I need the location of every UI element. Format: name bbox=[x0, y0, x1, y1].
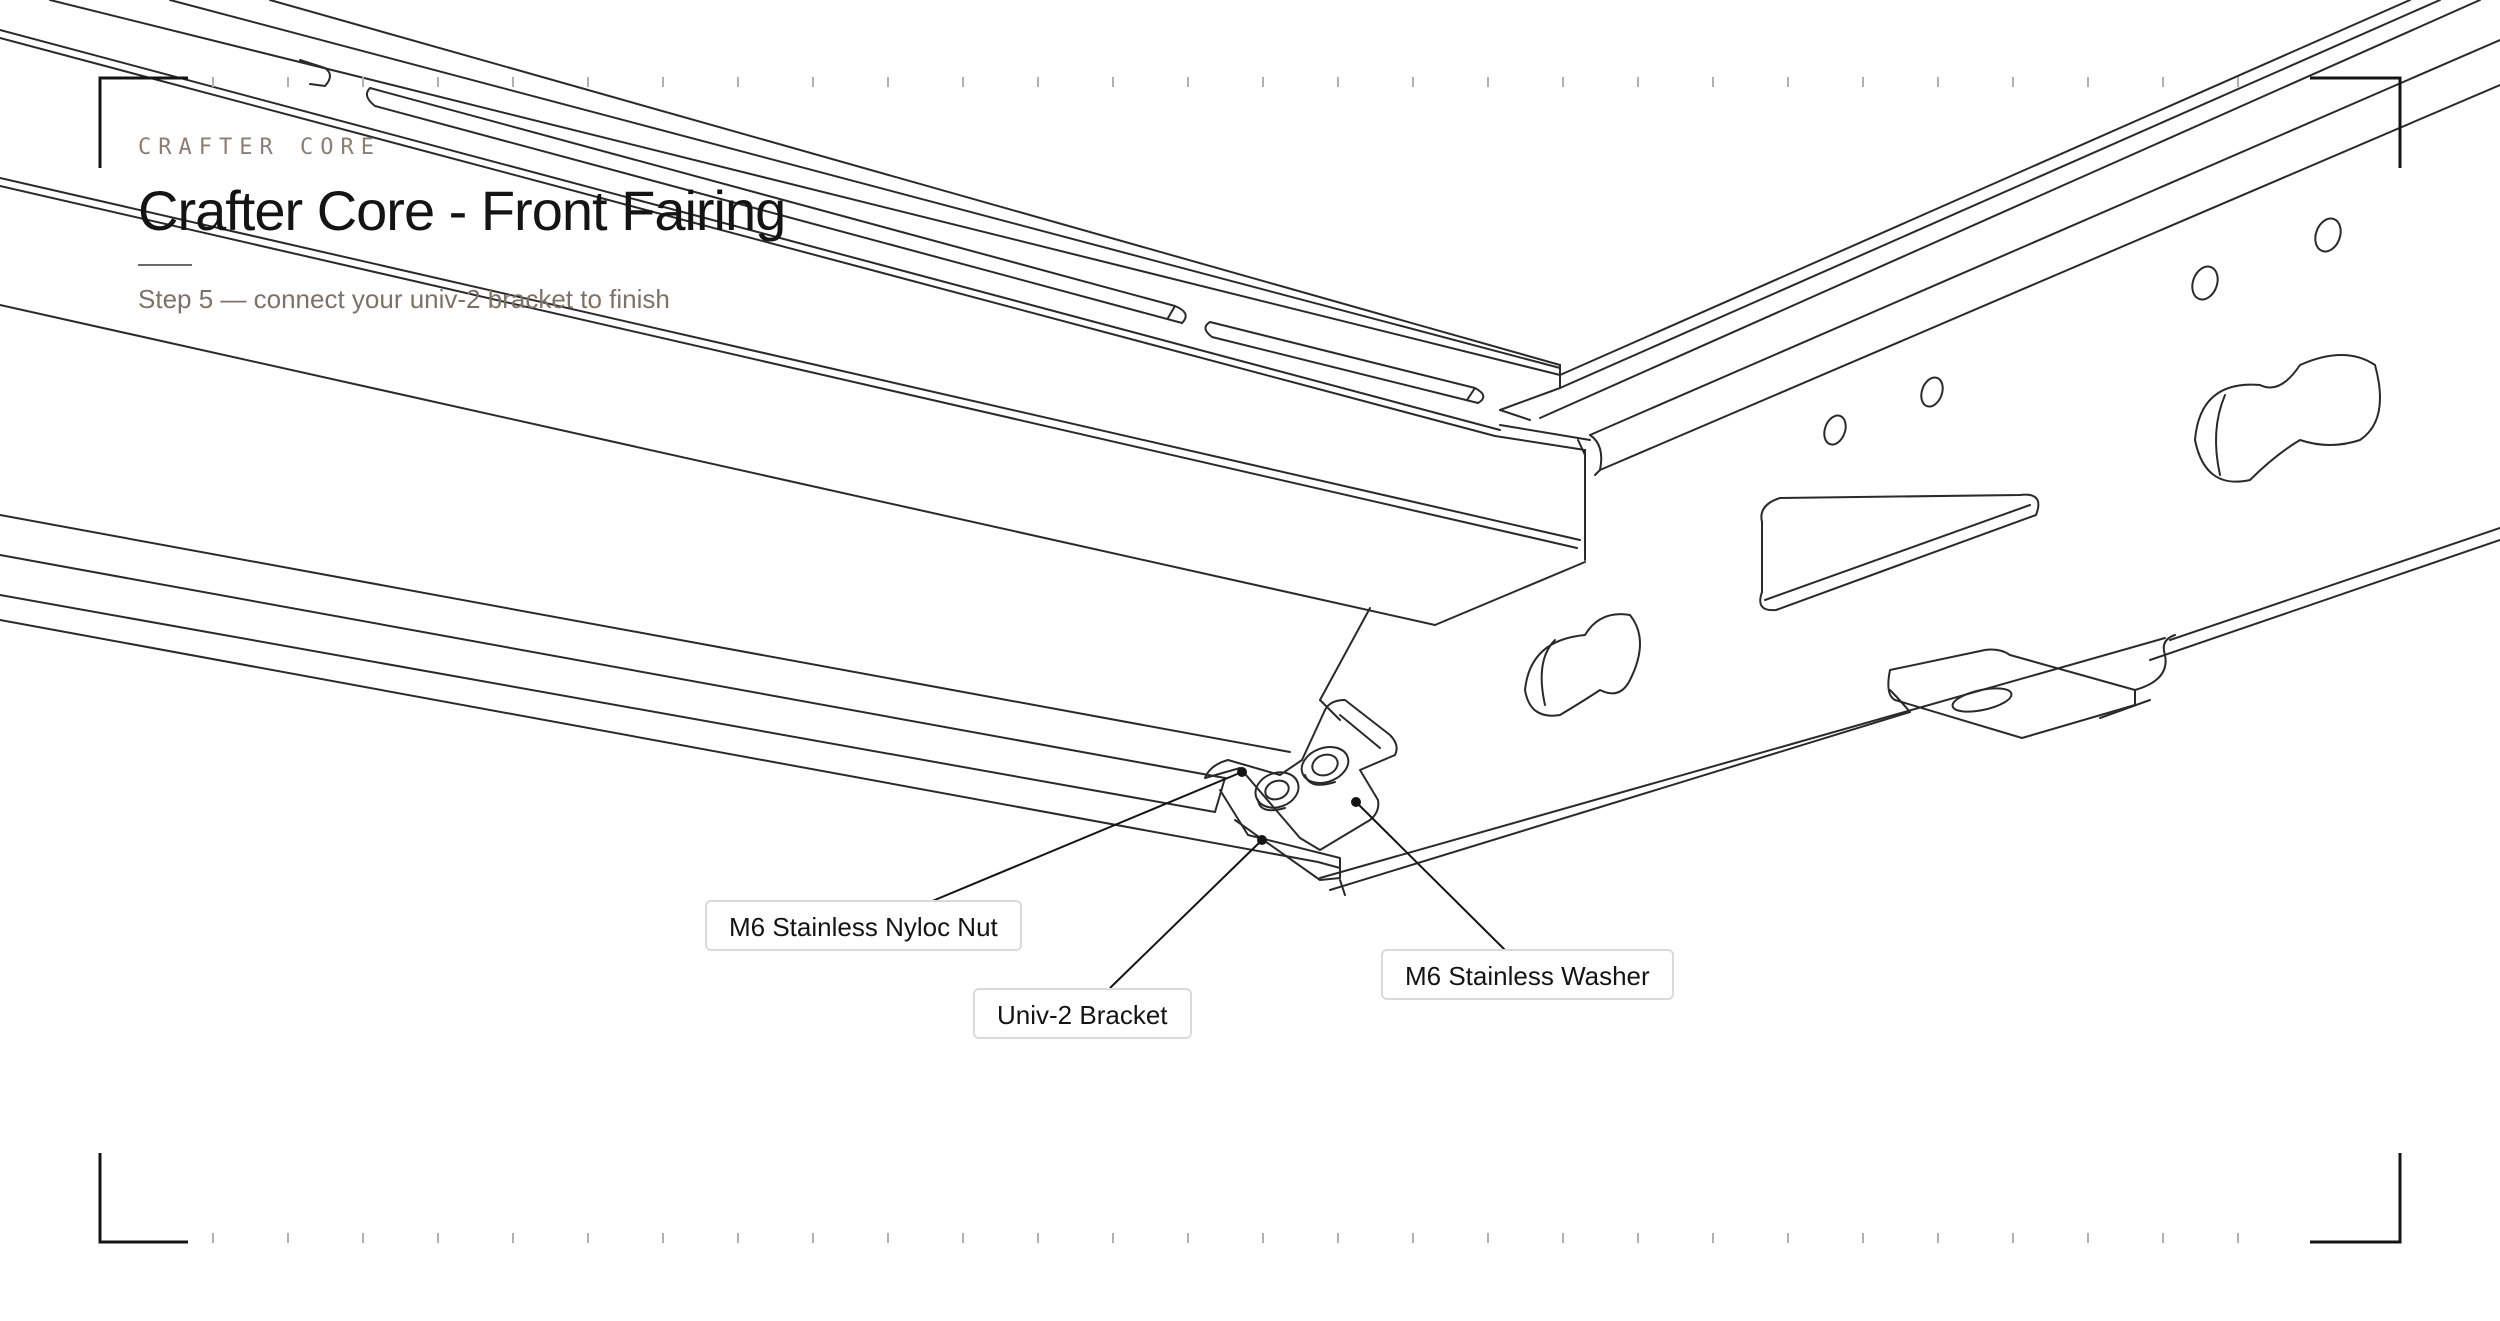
stainless-washer bbox=[1300, 746, 1350, 786]
univ-2-bracket bbox=[1204, 699, 1398, 881]
rail-slots bbox=[299, 59, 1485, 404]
callout-nyloc-nut[interactable]: M6 Stainless Nyloc Nut bbox=[705, 900, 1022, 951]
ruler-ticks-top bbox=[212, 77, 2239, 87]
corner-top-right bbox=[2310, 76, 2402, 168]
corner-bottom-right bbox=[2310, 1153, 2402, 1244]
nyloc-nut bbox=[1254, 771, 1300, 812]
callout-stainless-washer[interactable]: M6 Stainless Washer bbox=[1381, 949, 1674, 1000]
lower-right-rail bbox=[1319, 527, 2500, 891]
brand-label: CRAFTER CORE bbox=[138, 135, 381, 160]
side-plate bbox=[1319, 217, 2381, 896]
leader-stainless-washer bbox=[1355, 801, 1506, 951]
anchor-nyloc-nut bbox=[1237, 767, 1247, 777]
anchor-univ-2-bracket bbox=[1257, 835, 1267, 845]
upper-right-rail bbox=[1499, 0, 2500, 476]
mounting-tab bbox=[1887, 634, 2176, 739]
page-title: Crafter Core - Front Fairing bbox=[138, 179, 786, 242]
ruler-ticks-bottom bbox=[212, 1233, 2239, 1243]
corner-bottom-left bbox=[98, 1153, 188, 1244]
lower-left-rail bbox=[0, 514, 1341, 869]
anchor-stainless-washer bbox=[1351, 797, 1361, 807]
leader-nyloc-nut bbox=[929, 771, 1243, 903]
title-divider bbox=[138, 264, 192, 266]
leader-univ-2-bracket bbox=[1109, 839, 1263, 989]
frame-corners bbox=[98, 76, 2402, 1244]
step-subtitle: Step 5 — connect your univ-2 bracket to … bbox=[138, 284, 670, 314]
corner-top-left bbox=[98, 76, 188, 168]
upper-left-rail bbox=[0, 0, 1586, 626]
callout-leaders bbox=[929, 767, 1506, 989]
callout-univ-2-bracket[interactable]: Univ-2 Bracket bbox=[973, 988, 1192, 1039]
